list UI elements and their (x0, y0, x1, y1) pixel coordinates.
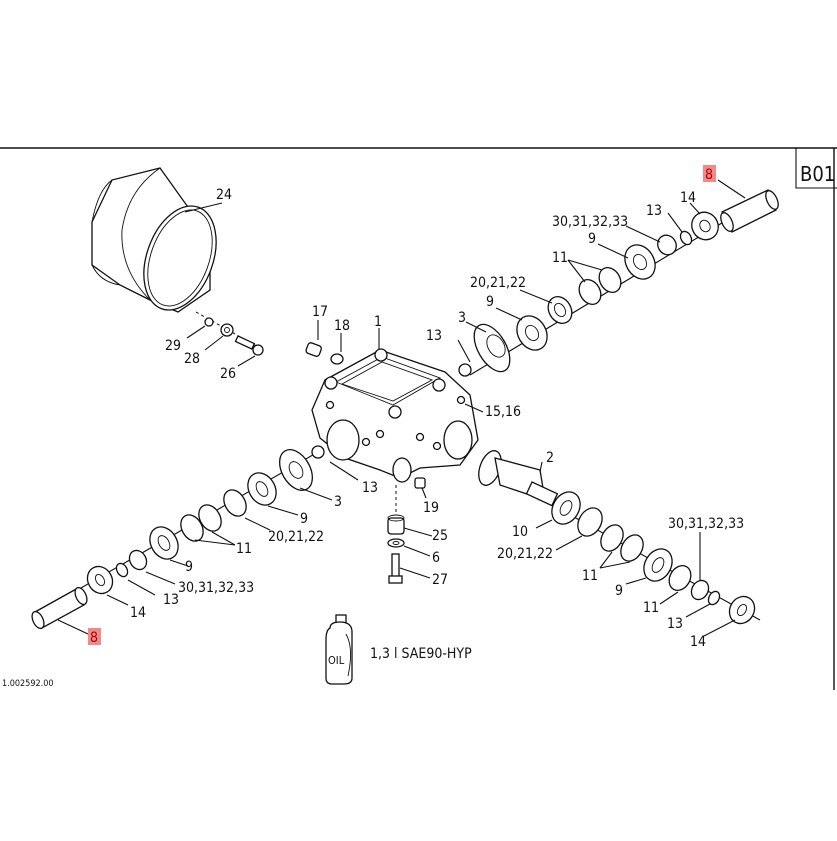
callout-9-lower-right: 9 (615, 583, 623, 599)
callout-29: 29 (165, 338, 181, 354)
highlight-box-8-top (703, 165, 716, 182)
callout-9-upper-b: 9 (588, 231, 596, 247)
callout-26: 26 (220, 366, 236, 382)
callout-24: 24 (216, 187, 232, 203)
callout-30-33-left: 30,31,32,33 (178, 580, 254, 596)
drawing-number: 1.002592.00 (2, 679, 54, 689)
page-code-box: B01 (795, 148, 837, 189)
callout-20-22-upper: 20,21,22 (470, 275, 526, 291)
plug-17-seal-18: 17 18 (305, 304, 350, 365)
callout-27: 27 (432, 572, 448, 588)
callout-17: 17 (312, 304, 328, 320)
callout-8-bottom: 8 (90, 630, 98, 646)
fastener-group-24: 29 28 26 (165, 311, 264, 382)
callout-9-upper-a: 9 (486, 294, 494, 310)
callout-20-22-lower-right: 20,21,22 (497, 546, 553, 562)
callout-15-16: 15,16 (485, 404, 521, 420)
oil-bottle-label: OIL (328, 654, 345, 667)
page-code: B01 (800, 162, 835, 186)
oil-spec: 1,3 l SAE90-HYP (370, 646, 472, 662)
callout-8-top: 8 (705, 167, 713, 183)
highlight-box-8-bottom (88, 628, 101, 645)
callout-9-left-a: 9 (300, 511, 308, 527)
callout-3-upper: 3 (458, 310, 466, 326)
callout-19: 19 (423, 500, 439, 516)
callout-1: 1 (374, 314, 382, 330)
callout-13-lower-right: 13 (667, 616, 683, 632)
callout-14-left: 14 (130, 605, 146, 621)
callout-11-lower-right-b: 11 (643, 600, 659, 616)
callout-14-lower-right: 14 (690, 634, 706, 650)
callout-13-center: 13 (362, 480, 378, 496)
gearbox-housing-1: 1 15,16 (311, 314, 521, 483)
callout-6: 6 (432, 550, 440, 566)
left-shaft-assembly: 13 3 9 20,21,22 11 9 30,31,32,33 13 14 8 (31, 445, 378, 646)
cover-24: 24 (91, 167, 232, 313)
upper-shaft-assembly: 13 3 9 20,21,22 11 9 30,31,32,33 13 14 8 (426, 165, 779, 377)
callout-28: 28 (184, 351, 200, 367)
callout-13-upper-right: 13 (646, 203, 662, 219)
callout-11-upper: 11 (552, 250, 568, 266)
callout-20-22-left: 20,21,22 (268, 529, 324, 545)
pinion-shaft-assembly: 2 10 20,21,22 11 9 11 30,31,32,33 13 14 (478, 450, 761, 650)
callout-3-left: 3 (334, 494, 342, 510)
callout-30-33-lower-right: 30,31,32,33 (668, 516, 744, 532)
callout-11-lower-right: 11 (582, 568, 598, 584)
callout-18: 18 (334, 318, 350, 334)
callout-13-upper: 13 (426, 328, 442, 344)
callout-25: 25 (432, 528, 448, 544)
bottom-fasteners: 19 25 6 27 (387, 477, 448, 588)
callout-13-left: 13 (163, 592, 179, 608)
oil-bottle-icon: OIL (325, 614, 353, 685)
callout-14-upper-right: 14 (680, 190, 696, 206)
callout-2: 2 (546, 450, 554, 466)
callout-9-left-b: 9 (185, 559, 193, 575)
callout-30-33-upper: 30,31,32,33 (552, 214, 628, 230)
callout-11-left: 11 (236, 541, 252, 557)
callout-10: 10 (512, 524, 528, 540)
